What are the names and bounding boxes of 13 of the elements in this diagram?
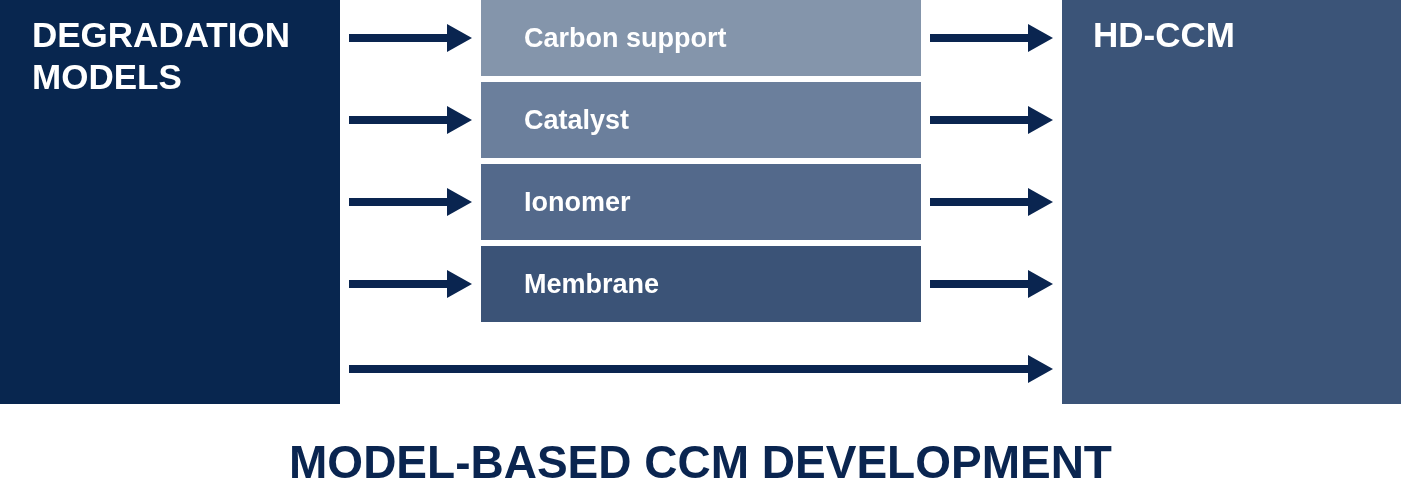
component-box [481, 164, 921, 240]
result-block [1062, 0, 1401, 404]
block-label: Ionomer [524, 186, 632, 218]
block-label: Membrane [524, 268, 661, 300]
component-box [481, 0, 921, 76]
model-block [0, 0, 340, 404]
block-label: HD-CCM [1093, 14, 1236, 56]
block-label: DEGRADATION MODELS [32, 14, 291, 98]
block-label: Catalyst [524, 104, 631, 136]
component-box [481, 82, 921, 158]
block-label: Carbon support [524, 22, 728, 54]
diagram-caption: MODEL-BASED CCM DEVELOPMENT [289, 439, 1112, 485]
component-box [481, 246, 921, 322]
